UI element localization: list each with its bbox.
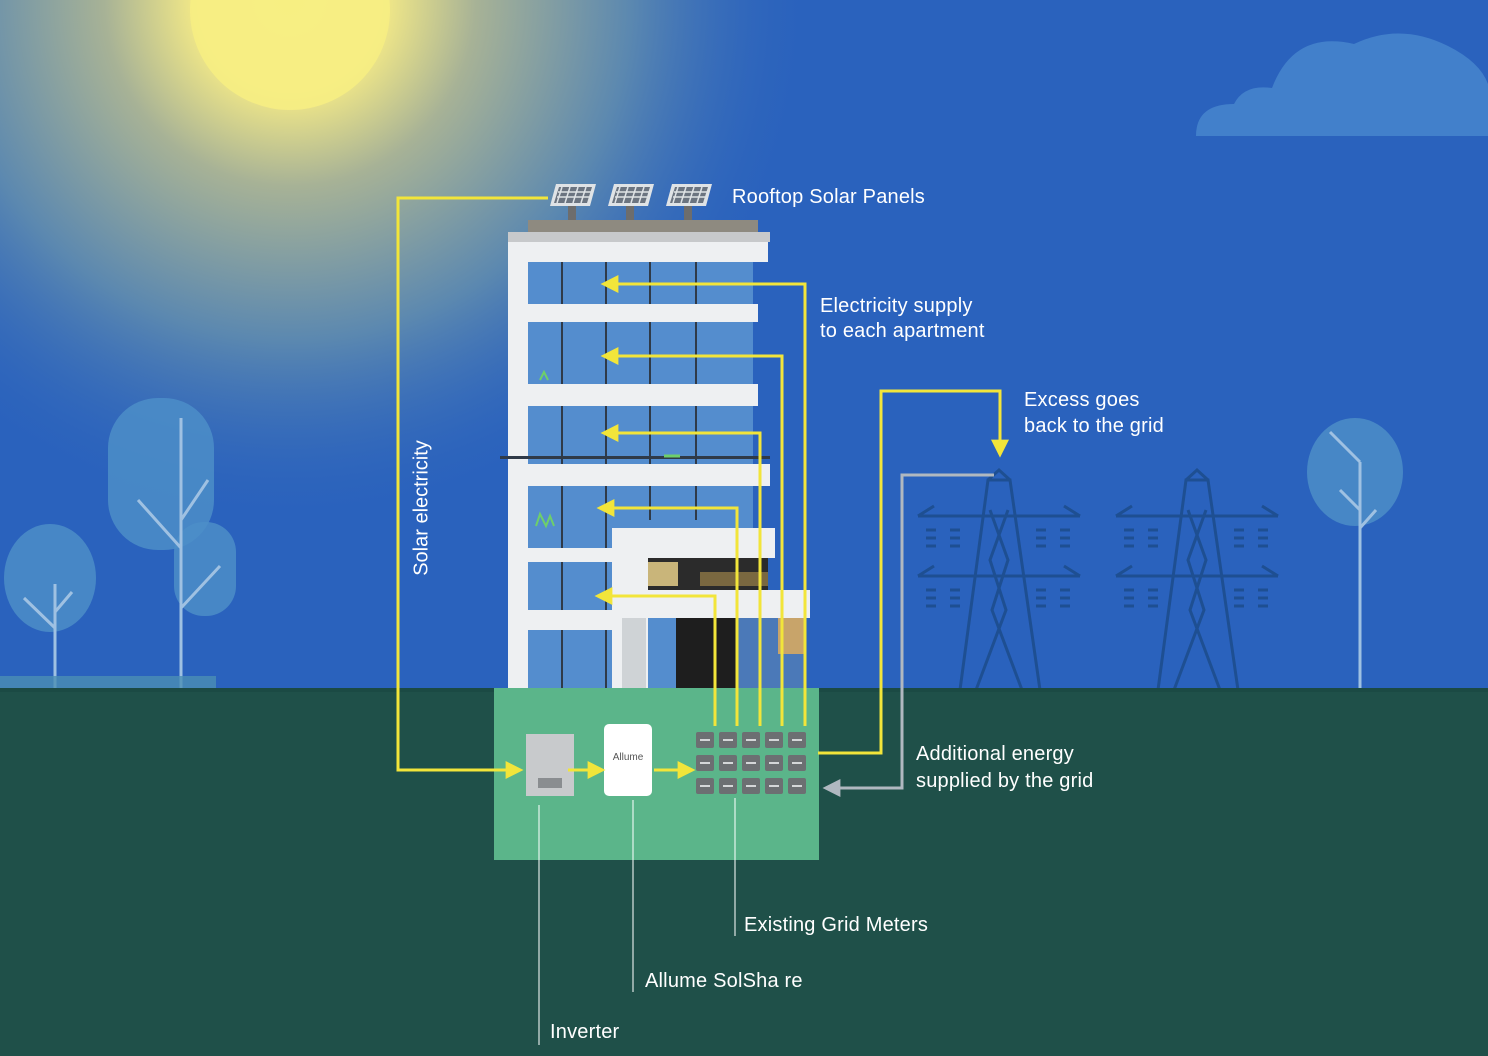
- rooftop-solar-panels-label: Rooftop Solar Panels: [732, 186, 926, 208]
- additional-energy-label-line1: Additional energy: [916, 743, 1074, 765]
- supply-line-floor-5: [600, 275, 807, 726]
- grid-supply-line: [822, 473, 994, 797]
- excess-to-grid-line: [818, 389, 1009, 755]
- solshare-unit: [604, 724, 652, 796]
- label-leader-lines: [538, 798, 736, 1045]
- tree-right: [1307, 418, 1403, 696]
- electricity-supply-label-line2: to each apartment: [820, 320, 985, 342]
- additional-energy-label-line2: supplied by the grid: [916, 770, 1094, 792]
- electricity-supply-label-line1: Electricity supply: [820, 295, 973, 317]
- solar-electricity-line: [396, 196, 548, 779]
- solar-flow-lines: [396, 196, 1009, 779]
- inverter-unit: [526, 734, 574, 796]
- power-pylons: [917, 467, 1279, 691]
- rooftop-solar-panels: [550, 184, 712, 220]
- supply-line-floor-1: [594, 587, 717, 726]
- supply-line-floor-4: [600, 347, 784, 726]
- apartment-building: [500, 220, 810, 690]
- excess-grid-label-line2: back to the grid: [1024, 415, 1164, 437]
- trees-left: [0, 398, 236, 694]
- cloud: [1196, 33, 1488, 137]
- solar-electricity-label: Solar electricity: [410, 440, 433, 576]
- supply-line-floor-3: [600, 424, 762, 726]
- excess-grid-label-line1: Excess goes: [1024, 389, 1140, 411]
- supply-line-floor-2: [596, 499, 739, 726]
- allume-logo-text: Allume: [612, 752, 644, 763]
- existing-grid-meters-label: Existing Grid Meters: [744, 914, 929, 936]
- inverter-label: Inverter: [550, 1021, 620, 1043]
- allume-solshare-label: Allume SolSha re: [645, 970, 803, 992]
- grid-meters: [696, 732, 806, 794]
- sun: [190, 0, 390, 110]
